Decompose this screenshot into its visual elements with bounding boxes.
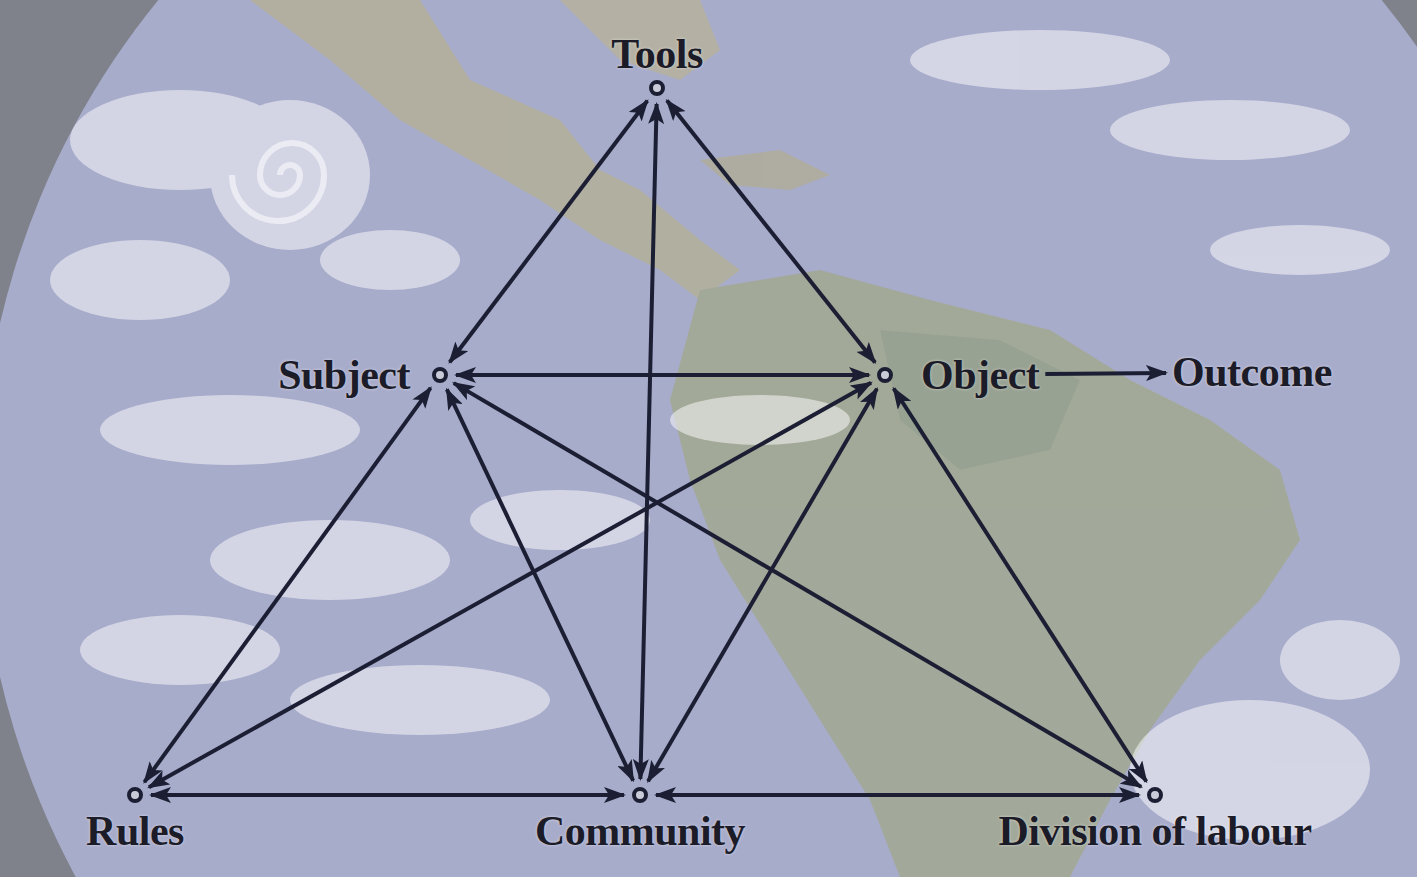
activity-arrow	[1045, 373, 1166, 374]
activity-node: Object	[877, 353, 1039, 397]
node-dot	[877, 367, 893, 383]
activity-node: Community	[535, 787, 745, 853]
activity-node: Rules	[86, 787, 184, 853]
node-label: Rules	[86, 809, 184, 853]
activity-arrow	[640, 104, 656, 779]
node-label: Tools	[611, 32, 703, 76]
activity-arrow	[447, 389, 633, 780]
activity-node: Division of labour	[998, 787, 1311, 853]
hurricane	[232, 143, 324, 221]
activity-arrow	[151, 793, 624, 797]
node-label: Community	[535, 809, 745, 853]
activity-arrow	[667, 101, 875, 363]
clouds	[50, 30, 1400, 840]
activity-arrow	[450, 101, 648, 362]
activity-arrow	[454, 383, 1141, 787]
node-dot	[632, 787, 648, 803]
node-label: Division of labour	[998, 809, 1311, 853]
node-dot	[1147, 787, 1163, 803]
node-dot	[649, 80, 665, 96]
node-label: Object	[921, 353, 1039, 397]
activity-node: Outcome	[1172, 350, 1332, 394]
activity-arrow	[656, 793, 1139, 797]
activity-node: Subject	[278, 353, 448, 397]
node-dot	[127, 787, 143, 803]
activity-arrow	[648, 389, 877, 781]
activity-node: Tools	[611, 32, 703, 96]
activity-arrow	[144, 388, 430, 782]
activity-arrow	[456, 373, 869, 377]
activity-arrow	[894, 388, 1147, 781]
node-label: Subject	[278, 353, 410, 397]
node-label: Outcome	[1172, 350, 1332, 394]
node-dot	[432, 367, 448, 383]
